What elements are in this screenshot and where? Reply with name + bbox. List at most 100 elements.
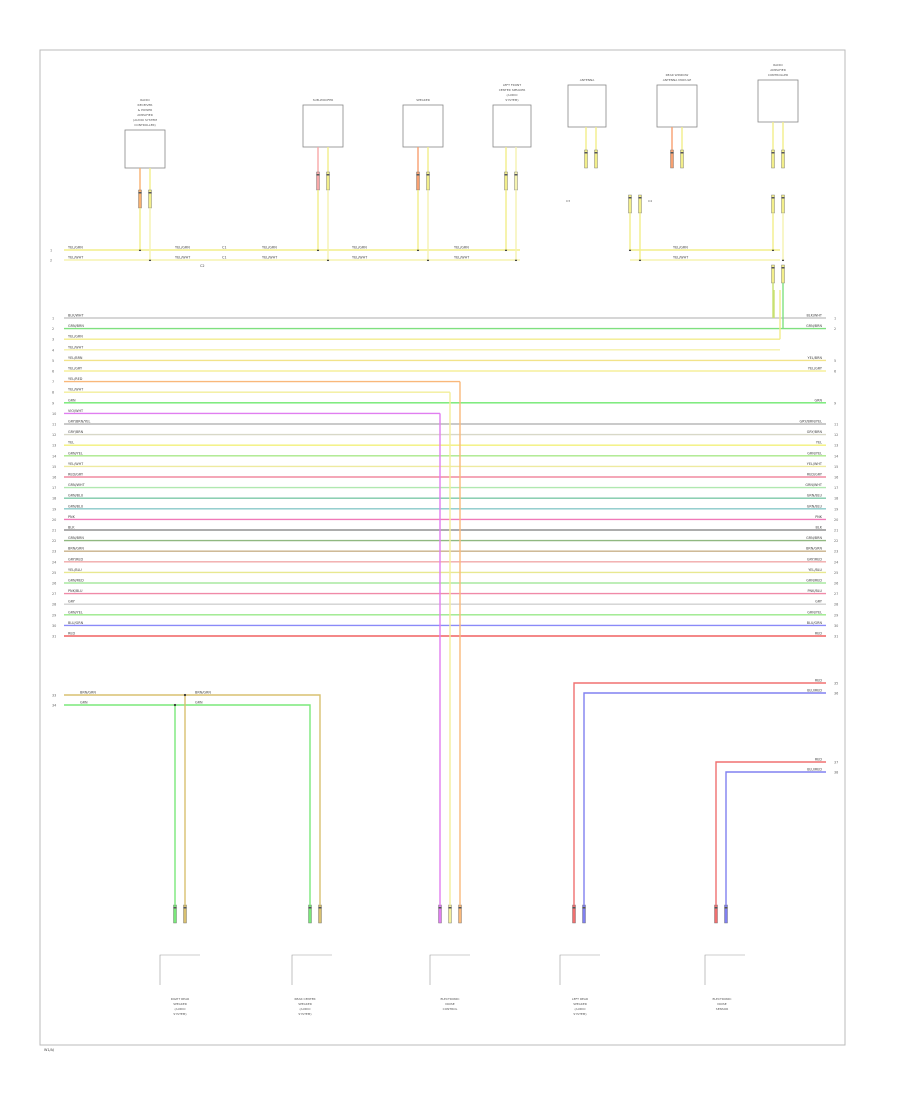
- bus-pin-right: 9: [834, 401, 836, 405]
- bus-label-left: GRN/WHT: [68, 483, 86, 487]
- component-box: [757, 79, 799, 123]
- bus-wire: 11 GRY/BRN/YEL GRY/BRN/YEL 11: [52, 420, 838, 427]
- bus-label-right: GRN: [814, 398, 822, 402]
- bus-pin-right: 14: [834, 454, 838, 458]
- bus-label-left: BLK/WHT: [68, 314, 84, 318]
- bus-pin-right: 21: [834, 529, 838, 533]
- bus-label-right: RED: [815, 632, 822, 636]
- bottom-component-label: SYSTEM): [573, 1012, 586, 1016]
- top-bus-label: YEL/GRN: [175, 246, 190, 250]
- lower-left-path-2: [64, 704, 311, 905]
- lower-right-label: BLU/RED: [807, 768, 822, 772]
- bus-pin-left: 7: [52, 380, 54, 384]
- top-bus-connector-label: C1: [222, 256, 227, 260]
- lower-right-label: RED: [815, 679, 822, 683]
- component-label: (AUDIO: [507, 93, 519, 97]
- component-terminal: [670, 149, 674, 169]
- bus-pin-right: 25: [834, 571, 838, 575]
- splice-dot: [173, 703, 177, 707]
- bus-label-right: GRY/BRN: [807, 430, 823, 434]
- bus-pin-right: 15: [834, 465, 838, 469]
- top-bus-label: YEL/GRN: [68, 246, 83, 250]
- footer-code: W1/AJ: [44, 1048, 54, 1052]
- bus-label-left: GRN/BLU: [68, 494, 84, 498]
- terminal-band: [584, 152, 588, 154]
- top-bus-pin: 1: [50, 249, 52, 253]
- terminal-band: [438, 907, 442, 909]
- component-label: (AUDIO SYSTEM: [133, 118, 157, 122]
- bottom-component-label: SENSOR: [716, 1007, 728, 1011]
- bus-pin-right: 30: [834, 624, 838, 628]
- bus-label-left: YEL/WHT: [68, 462, 84, 466]
- terminal-band: [458, 907, 462, 909]
- top-bus-label: YEL/GRN: [262, 246, 277, 250]
- bus-label-right: YEL: [816, 441, 822, 445]
- bus-label-left: GRN/RED: [68, 579, 84, 583]
- bus-label-left: BRN/GRN: [68, 547, 84, 551]
- bus-label-left: GRY/BRN: [68, 430, 84, 434]
- component-terminal: [771, 149, 775, 169]
- bus-pin-left: 9: [52, 401, 54, 405]
- bus-label-right: GRN/BRN: [806, 324, 822, 328]
- bus-label-left: PNK: [68, 515, 76, 519]
- bus-pin-left: 6: [52, 370, 54, 374]
- bus-pin-right: 18: [834, 497, 838, 501]
- bus-label-right: RED/GRY: [807, 473, 823, 477]
- bus-label-left: GRN/YEL: [68, 451, 83, 455]
- bus-label-left: PNK/BLU: [68, 589, 83, 593]
- bus-label-left: YEL/RED: [68, 377, 83, 381]
- lower-right-pin: 36: [834, 692, 838, 696]
- bus-label-left: RED: [68, 632, 75, 636]
- bottom-component-label: SPEAKER: [573, 1002, 587, 1006]
- component-terminal: [781, 149, 785, 169]
- component-label: RADIO: [773, 63, 783, 67]
- terminal-band: [714, 907, 718, 909]
- bus-label-left: BLU/GRN: [68, 621, 84, 625]
- bus-label-right: GRY: [815, 600, 823, 604]
- bus-label-right: GRY/BRN/YEL: [800, 420, 823, 424]
- antenna-connector-label: C3: [566, 199, 570, 203]
- bus-label-left: YEL/BLU: [68, 568, 82, 572]
- component-label: CENTER SPEAKER: [499, 88, 526, 92]
- bus-pin-left: 12: [52, 433, 56, 437]
- component-label: SUB-WOOFER: [313, 98, 334, 102]
- top-bus-connector-label: C1: [222, 246, 227, 250]
- antenna-connector-label: C4: [648, 199, 652, 203]
- bottom-component-label: ELECTRONIC: [712, 997, 731, 1001]
- bus-pin-left: 11: [52, 423, 56, 427]
- bus-pin-right: 11: [834, 423, 838, 427]
- top-bus-label: YEL/WHT: [352, 256, 368, 260]
- bottom-component-label: CONTROL: [443, 1007, 458, 1011]
- component-terminal: [584, 149, 588, 169]
- lower-left-pin: 34: [52, 704, 56, 708]
- bus-pin-right: 24: [834, 560, 838, 564]
- bus-pin-right: 20: [834, 518, 838, 522]
- bus-pin-left: 19: [52, 507, 56, 511]
- bus-label-right: GRN/YEL: [807, 610, 822, 614]
- component-box: [656, 84, 698, 128]
- component-label: AMPLIFIER: [770, 68, 786, 72]
- bottom-component-label: NOISE: [445, 1002, 454, 1006]
- bus-pin-right: 27: [834, 592, 838, 596]
- bus-pin-right: 2: [834, 327, 836, 331]
- bus-label-left: BLK: [68, 526, 75, 530]
- bus-pin-right: 13: [834, 444, 838, 448]
- bus-label-left: GRY/BRN/YEL: [68, 420, 91, 424]
- terminal-band: [308, 907, 312, 909]
- lower-right-pin: 35: [834, 682, 838, 686]
- bottom-component-label: (AUDIO: [300, 1007, 312, 1011]
